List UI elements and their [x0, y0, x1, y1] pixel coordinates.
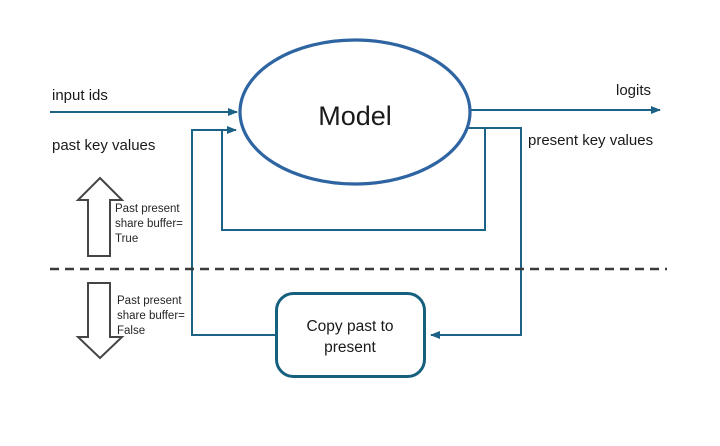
model-node [238, 38, 472, 186]
share-buffer-false-line3: False [117, 325, 145, 337]
shared-buffer-loop-connector [221, 129, 486, 231]
past-return-connector [191, 126, 276, 336]
share-buffer-true-line2: share buffer= [115, 218, 183, 230]
copy-box-line2: present [324, 339, 376, 356]
past-key-values-label: past key values [52, 137, 155, 154]
copy-box-line1: Copy past to [306, 318, 393, 335]
copy-box [275, 292, 426, 378]
input-ids-label: input ids [52, 87, 108, 104]
share-buffer-false-line1: Past present [117, 295, 182, 307]
logits-label: logits [616, 82, 651, 99]
share-buffer-true-line3: True [115, 233, 138, 245]
up-block-arrow-icon [75, 176, 125, 257]
share-buffer-true-line1: Past present [115, 203, 180, 215]
model-label: Model [318, 101, 392, 131]
share-buffer-false-line2: share buffer= [117, 310, 185, 322]
down-block-arrow-icon [75, 282, 125, 360]
present-key-values-label: present key values [528, 132, 653, 149]
present-to-copy-connector [430, 127, 522, 339]
